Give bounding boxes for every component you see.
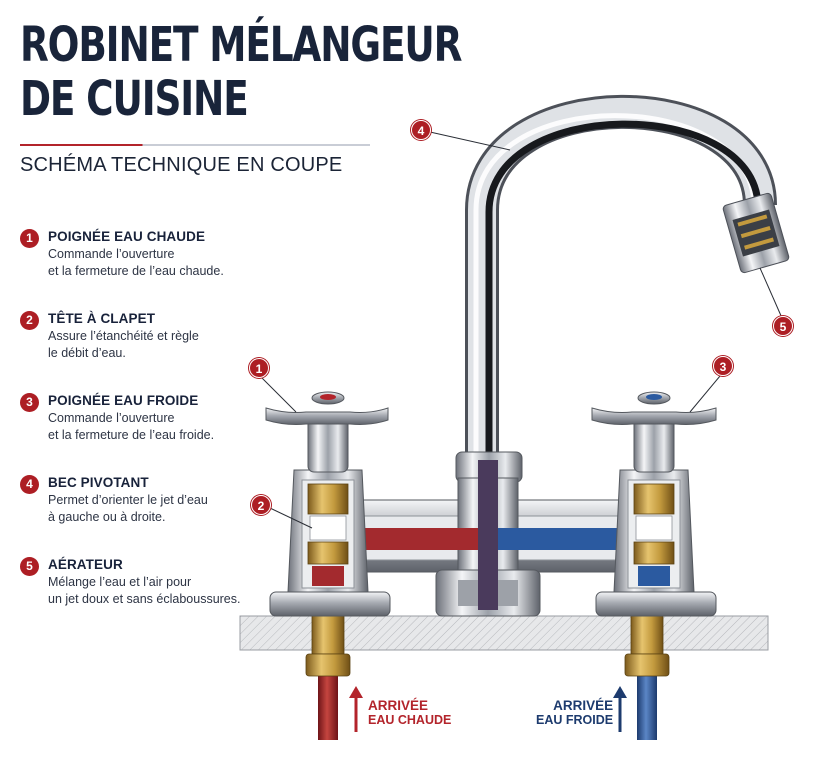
callout-marker-2: 2 xyxy=(251,495,271,515)
hot-inlet-arrow xyxy=(349,686,363,732)
cold-inlet-arrow xyxy=(613,686,627,732)
callout-marker-4: 4 xyxy=(411,120,431,140)
callout-marker-1: 1 xyxy=(249,358,269,378)
hot-nut xyxy=(306,654,350,676)
hot-shank xyxy=(312,610,344,654)
leader-line-3 xyxy=(690,376,720,412)
leader-line-1 xyxy=(262,378,296,412)
cold-water-channel xyxy=(496,528,622,550)
cold-inlet-label: ARRIVÉE EAU FROIDE xyxy=(536,698,613,728)
mixed-water-channel xyxy=(478,460,498,610)
callout-marker-5: 5 xyxy=(773,316,793,336)
cold-inlet-label-line-2: EAU FROIDE xyxy=(536,713,613,728)
aerator xyxy=(722,192,789,273)
cold-inlet-label-line-1: ARRIVÉE xyxy=(536,698,613,713)
hot-water-channel xyxy=(356,528,480,550)
hot-inlet-label: ARRIVÉE EAU CHAUDE xyxy=(368,698,451,728)
cold-shank xyxy=(631,610,663,654)
hot-inlet-label-line-2: EAU CHAUDE xyxy=(368,713,451,728)
hot-inlet-label-line-1: ARRIVÉE xyxy=(368,698,451,713)
cold-nut xyxy=(625,654,669,676)
callout-marker-3: 3 xyxy=(713,356,733,376)
leader-line-5 xyxy=(760,268,782,318)
cold-water-handle xyxy=(592,392,716,472)
hot-water-handle xyxy=(266,392,388,472)
